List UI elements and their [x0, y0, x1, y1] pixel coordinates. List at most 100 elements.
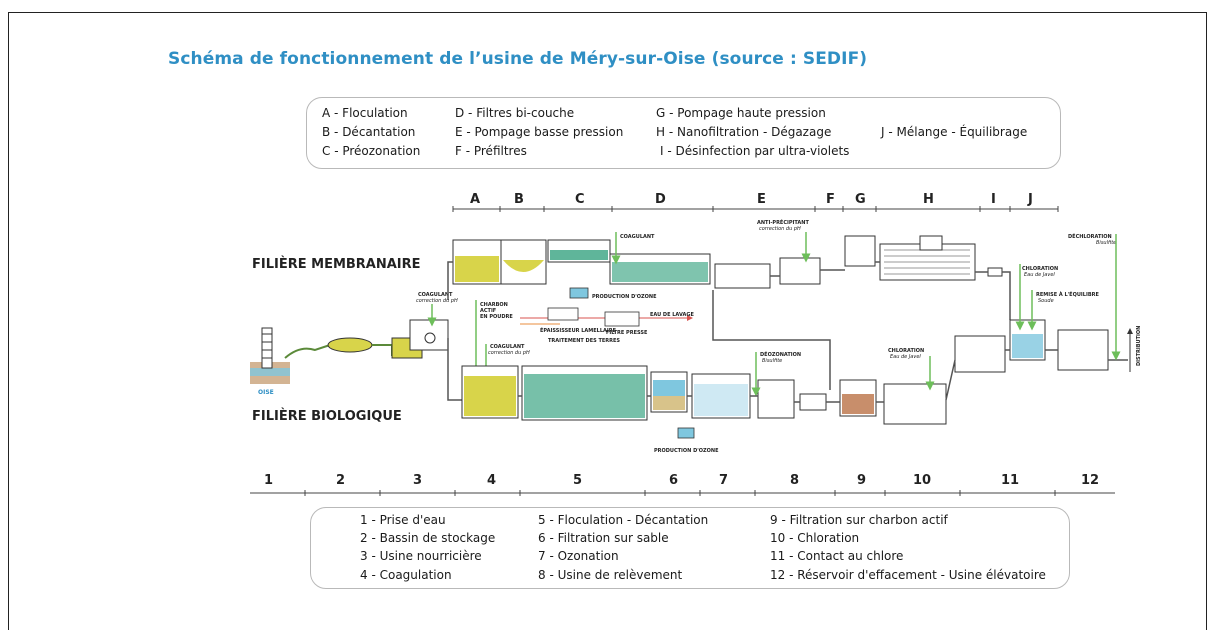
- biological-line: PRODUCTION D'OZONE DÉOZONATION Bisulfite…: [447, 232, 1142, 454]
- thickener-label: ÉPAISSISSEUR LAMELLAIRE: [540, 326, 617, 334]
- axis-letter: C: [575, 192, 585, 207]
- top-legend-item: E - Pompage basse pression: [455, 125, 624, 139]
- top-legend-item: A - Floculation: [322, 106, 408, 120]
- rebalance-sublabel: Soude: [1038, 298, 1054, 304]
- chlorination-1-label: CHLORATION: [888, 348, 924, 354]
- rebalance-label: REMISE À L'ÉQUILIBRE: [1036, 290, 1099, 298]
- carbon-filter-media: [842, 394, 874, 414]
- bottom-legend-box: [310, 507, 1070, 589]
- axis-number: 10: [913, 473, 931, 488]
- uv-unit: [987, 267, 1003, 277]
- sand-filter-water: [653, 380, 685, 396]
- low-pressure-pumping: [714, 263, 771, 289]
- axis-number: 4: [487, 473, 496, 488]
- biological-pipes: [518, 349, 1128, 403]
- dechlorination-label: DÉCHLORATION: [1068, 232, 1112, 240]
- carbon-label-2: ACTIF: [480, 308, 496, 314]
- axis-letter: I: [991, 192, 996, 207]
- axis-letter: A: [470, 192, 480, 207]
- figure-frame: [8, 12, 1207, 630]
- carbon-label-3: EN POUDRE: [480, 314, 513, 320]
- intake-tower: [261, 327, 273, 369]
- membrane-pipes: [770, 261, 1011, 320]
- coagulant-bio-label: COAGULANT: [490, 344, 525, 350]
- sand-filter-sand: [653, 396, 685, 410]
- soil-treatment-label: TRAITEMENT DES TERRES: [548, 338, 620, 344]
- bottom-legend-item: 10 - Chloration: [770, 531, 860, 545]
- degassing-tank: [919, 235, 943, 251]
- bottom-legend-item: 4 - Coagulation: [360, 568, 452, 582]
- feed-pipe-top: [447, 261, 453, 300]
- axis-letter: F: [826, 192, 835, 207]
- axis-number: 6: [669, 473, 678, 488]
- pumping-station-8: [799, 393, 827, 411]
- chlorine-contact-tank: [954, 335, 1006, 373]
- number-axis: 1 2 3 4 5 6 7 8 9 10 11 12: [250, 473, 1115, 496]
- coagulant-sublabel: correction du pH: [416, 298, 458, 304]
- river-water: [250, 368, 290, 376]
- high-pressure-pumping: [844, 235, 876, 267]
- top-legend-item: D - Filtres bi-couche: [455, 106, 575, 120]
- chlorination-2-sublabel: Eau de Javel: [1024, 272, 1055, 278]
- antiprecipitant-label: ANTI-PRÉCIPITANT: [757, 218, 809, 226]
- distribution-label: DISTRIBUTION: [1136, 326, 1142, 366]
- top-legend-item: C - Préozonation: [322, 144, 421, 158]
- axis-number: 7: [719, 473, 728, 488]
- floculation-water-top: [455, 256, 499, 282]
- top-legend-item: G - Pompage haute pression: [656, 106, 826, 120]
- bottom-legend-item: 8 - Usine de relèvement: [538, 568, 683, 582]
- membrane-line: COAGULANT PRODUCTION D'OZONE ANTI-PRÉCIP…: [452, 218, 1011, 320]
- axis-letter: B: [514, 192, 524, 207]
- axis-number: 11: [1001, 473, 1019, 488]
- bottom-legend-item: 1 - Prise d'eau: [360, 513, 446, 527]
- letter-axis: A B C D E F G H I J: [452, 192, 1059, 212]
- transfer-pipe: [712, 290, 831, 390]
- bottom-legend-item: 5 - Floculation - Décantation: [538, 513, 709, 527]
- ozonation-water: [694, 384, 748, 416]
- ozone-generator-top: [569, 287, 589, 299]
- row-label-biological: FILIÈRE BIOLOGIQUE: [252, 409, 402, 424]
- axis-letter: E: [757, 192, 766, 207]
- oise-label: OISE: [258, 389, 274, 396]
- wash-water-label: EAU DE LAVAGE: [650, 312, 694, 318]
- antiprecipitant-sublabel: correction du pH: [759, 226, 801, 232]
- coagulant-top-label: COAGULANT: [620, 234, 655, 240]
- carbon-label-1: CHARBON: [480, 302, 508, 308]
- top-legend-item: I - Désinfection par ultra-violets: [660, 144, 850, 158]
- prefilters: [779, 257, 821, 285]
- filter-press-label: FILTRE PRESSE: [606, 330, 648, 336]
- figure-title: Schéma de fonctionnement de l’usine de M…: [168, 49, 868, 69]
- axis-letter: J: [1027, 192, 1033, 207]
- top-legend-item: H - Nanofiltration - Dégazage: [656, 125, 832, 139]
- bottom-legend-item: 9 - Filtration sur charbon actif: [770, 513, 948, 527]
- intake-area: OISE: [250, 327, 290, 396]
- bottom-legend-item: 6 - Filtration sur sable: [538, 531, 669, 545]
- axis-number: 1: [264, 473, 273, 488]
- top-legend-item: F - Préfiltres: [455, 144, 527, 158]
- axis-number: 12: [1081, 473, 1099, 488]
- bilayer-filters-water: [612, 262, 708, 282]
- axis-number: 3: [413, 473, 422, 488]
- filter-press: [604, 311, 640, 327]
- axis-number: 8: [790, 473, 799, 488]
- bottom-legend-item: 7 - Ozonation: [538, 549, 619, 563]
- deozonation-sublabel: Bisulfite: [762, 358, 782, 364]
- axis-number: 2: [336, 473, 345, 488]
- coagulation-water: [464, 376, 516, 416]
- feed-plant-building: [409, 319, 449, 351]
- preozonation-water: [550, 250, 608, 260]
- axis-number: 5: [573, 473, 582, 488]
- storage-basin: [327, 337, 373, 353]
- lamellar-thickener: [547, 307, 579, 321]
- bottom-legend-item: 3 - Usine nourricière: [360, 549, 482, 563]
- deozonation-label: DÉOZONATION: [760, 350, 801, 358]
- floculation-decantation-water: [524, 374, 645, 418]
- sludge-treatment: ÉPAISSISSEUR LAMELLAIRE FILTRE PRESSE TR…: [520, 307, 694, 344]
- relift-plant: [757, 379, 795, 419]
- axis-letter: D: [655, 192, 666, 207]
- ozone-generator-bottom: [677, 427, 695, 439]
- bottom-legend-item: 2 - Bassin de stockage: [360, 531, 496, 545]
- bottom-legend-item: 11 - Contact au chlore: [770, 549, 904, 563]
- coagulant-bio-sublabel: correction du pH: [488, 350, 530, 356]
